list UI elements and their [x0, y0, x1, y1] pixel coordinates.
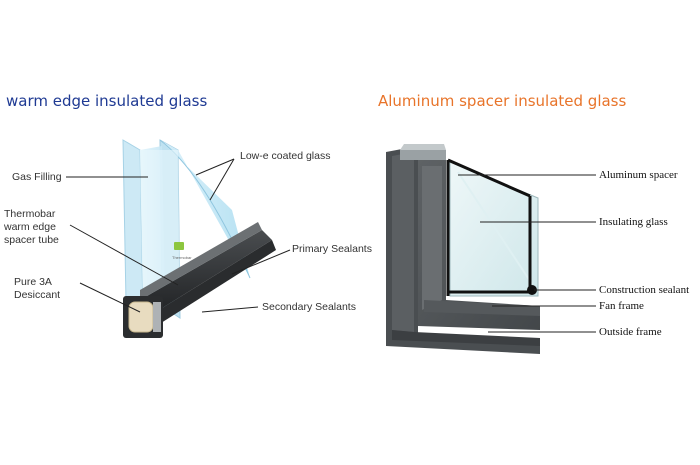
- gas-gap: [140, 150, 180, 300]
- label-aluminum-spacer: Aluminum spacer: [599, 169, 678, 181]
- label-construction-sealant: Construction sealant: [599, 284, 690, 296]
- insulating-glass-pane: [449, 161, 539, 297]
- label-thermobar-2: warm edge: [4, 221, 56, 233]
- right-leader-lines: [458, 174, 596, 333]
- svg-text:Thermobar: Thermobar: [172, 255, 192, 260]
- label-low-e-glass: Low-e coated glass: [240, 150, 331, 162]
- aluminum-spacer-bar: [446, 158, 532, 296]
- left-leader-lines: [66, 158, 291, 313]
- left-diagram-title: warm edge insulated glass: [6, 92, 208, 110]
- label-thermobar-3: spacer tube: [4, 234, 59, 246]
- label-desiccant-2: Desiccant: [14, 289, 61, 301]
- fan-frame: [418, 160, 540, 330]
- label-gas-filling: Gas Filling: [12, 171, 62, 183]
- label-insulating-glass: Insulating glass: [599, 216, 668, 228]
- thermobar-logo: Thermobar: [172, 242, 192, 260]
- label-desiccant-1: Pure 3A: [14, 276, 52, 288]
- construction-sealant-bead: [527, 285, 537, 295]
- label-thermobar-1: Thermobar: [4, 208, 56, 220]
- outside-frame: [386, 144, 540, 354]
- label-fan-frame: Fan frame: [599, 300, 644, 312]
- label-secondary-sealants: Secondary Sealants: [262, 301, 356, 313]
- label-primary-sealants: Primary Sealants: [292, 243, 372, 255]
- label-outside-frame: Outside frame: [599, 326, 662, 338]
- right-diagram-title: Aluminum spacer insulated glass: [378, 92, 627, 110]
